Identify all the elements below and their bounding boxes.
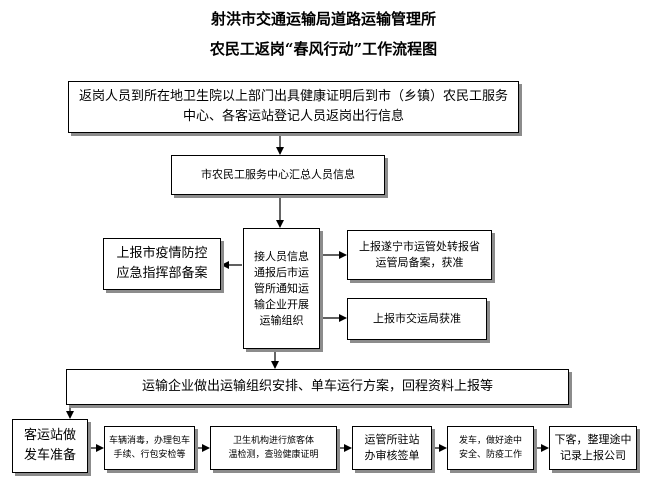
left-report-box: 上报市疫情防控 应急指挥部备案 [103,238,221,290]
b4-box: 运管所驻站 办审核签单 [352,426,432,470]
title-line-2: 农民工返岗“春风行动”工作流程图 [209,40,438,58]
step2-text: 市农民工服务中心汇总人员信息 [201,168,355,181]
step1-box: 返岗人员到所在地卫生院以上部门出具健康证明后到市（乡镇）农民工服务中心、各客运站… [68,81,519,133]
b2-box: 车辆消毒，办理包车 手续、行包安检等 [104,426,195,470]
step1-text: 返岗人员到所在地卫生院以上部门出具健康证明后到市（乡镇）农民工服务中心、各客运站… [78,89,508,124]
b5-text: 发车，做好途中 安全、防疫工作 [458,436,522,460]
b6-text: 下客，整理途中 记录上报公司 [554,433,632,462]
b1-box: 客运站做 发车准备 [12,419,88,473]
right2-text: 上报市交运局获准 [373,312,461,325]
b1-text: 客运站做 发车准备 [23,428,76,463]
right1-box: 上报遂宁市运管处转报省 运管局备案，获准 [347,230,492,280]
step3-text: 运输企业做出运输组织安排、单车运行方案，回程资料上报等 [141,379,493,394]
b2-text: 车辆消毒，办理包车 手续、行包安检等 [109,436,191,460]
right1-text: 上报遂宁市运管处转报省 运管局备案，获准 [359,240,480,269]
b3-text: 卫生机构进行旅客体 温检测，查验健康证明 [228,436,319,460]
b6-box: 下客，整理途中 记录上报公司 [549,426,637,470]
right2-box: 上报市交运局获准 [347,298,487,340]
b4-text: 运管所驻站 办审核签单 [364,433,420,462]
b3-box: 卫生机构进行旅客体 温检测，查验健康证明 [210,426,337,470]
center-text: 接人员信息 通报后市运 管所通知运 输企业开展 运输组织 [254,249,309,327]
step2-box: 市农民工服务中心汇总人员信息 [171,155,385,195]
left-report-text: 上报市疫情防控 应急指挥部备案 [116,246,208,281]
b5-box: 发车，做好途中 安全、防疫工作 [447,426,534,470]
title-line-1: 射洪市交通运输局道路运输管理所 [210,10,436,28]
step3-box: 运输企业做出运输组织安排、单车运行方案，回程资料上报等 [66,369,569,405]
center-box: 接人员信息 通报后市运 管所通知运 输企业开展 运输组织 [243,228,320,349]
